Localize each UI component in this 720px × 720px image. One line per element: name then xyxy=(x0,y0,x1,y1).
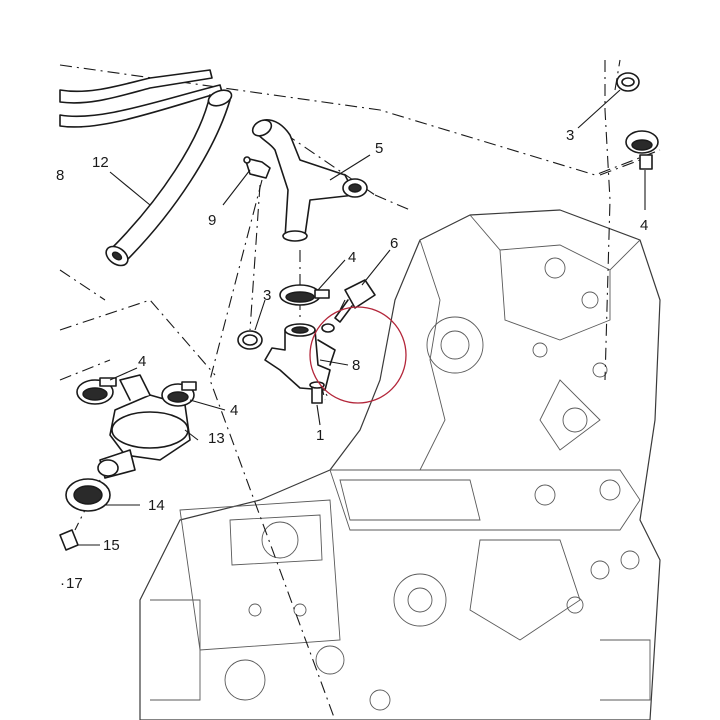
seal-ring-14 xyxy=(65,478,111,512)
callout-6: 6 xyxy=(390,235,398,252)
callout-4: 4 xyxy=(348,249,356,266)
sensor-6 xyxy=(321,279,376,333)
clip-15 xyxy=(59,529,79,551)
clamp-4c xyxy=(161,381,197,407)
clamp-4b xyxy=(76,377,117,405)
clip-3a xyxy=(237,330,263,350)
callout-13: 13 xyxy=(208,430,225,447)
callout-labels: 12 5 9 4 6 3 8 4 4 13 1 14 15 17 3 4 8 xyxy=(56,127,648,592)
highlight-circle xyxy=(309,306,407,404)
callout-14: 14 xyxy=(148,497,165,514)
callout-4-right: 4 xyxy=(640,217,648,234)
frame-tubes xyxy=(59,69,223,128)
callout-8-edge: 8 xyxy=(56,167,64,184)
engine-block xyxy=(139,209,661,720)
clamp-4a xyxy=(279,284,330,306)
fitting-9 xyxy=(243,156,271,179)
callout-17: 17 xyxy=(66,575,83,592)
callout-12: 12 xyxy=(92,154,109,171)
clip-3b xyxy=(616,72,640,92)
callout-3: 3 xyxy=(263,287,271,304)
callout-15: 15 xyxy=(103,537,120,554)
leader-lines xyxy=(78,89,646,546)
callout-9: 9 xyxy=(208,212,216,229)
callout-4-mid: 4 xyxy=(230,402,238,419)
callout-4-left: 4 xyxy=(138,353,146,370)
thermostat-13 xyxy=(97,374,191,479)
callout-17-dot: · xyxy=(60,575,65,592)
callout-1: 1 xyxy=(316,427,324,444)
y-connector-5 xyxy=(251,119,368,242)
hose-12 xyxy=(105,89,233,267)
callout-8: 8 xyxy=(352,357,360,374)
callout-3-right: 3 xyxy=(566,127,574,144)
clamp-4d xyxy=(625,130,659,170)
thermostat-housing-8 xyxy=(264,323,336,391)
callout-5: 5 xyxy=(375,140,383,157)
bolt-1 xyxy=(309,381,325,404)
